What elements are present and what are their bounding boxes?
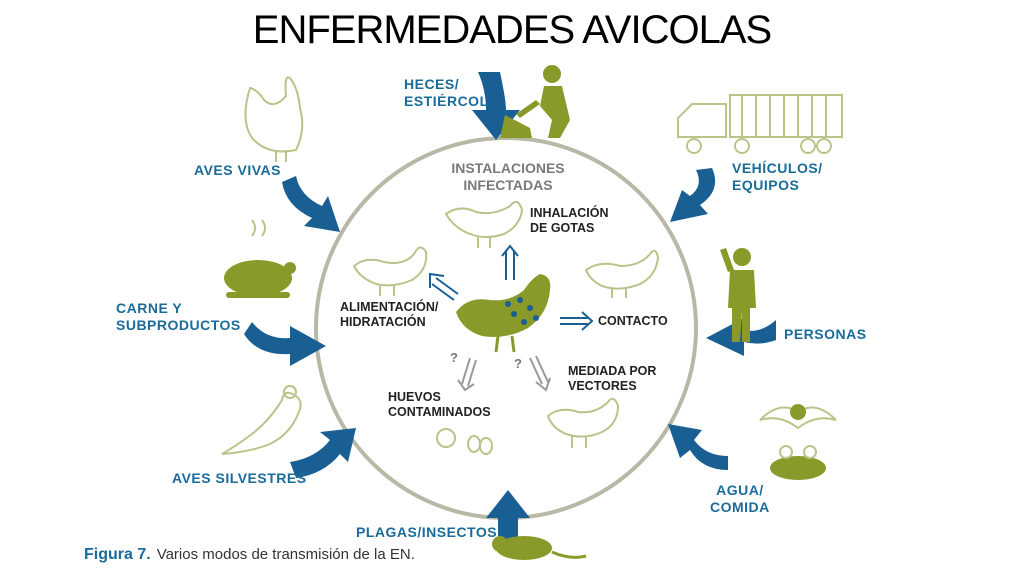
label-silvestres: AVES SILVESTRES [172, 470, 307, 486]
person-icon [720, 248, 756, 342]
question-mark-vectores: ? [514, 356, 522, 371]
arrow-vectores [529, 355, 551, 392]
rat-icon [492, 536, 587, 560]
arrow-personas [706, 318, 776, 356]
truck-icon [677, 94, 843, 154]
label-vehiculos: VEHÍCULOS/ EQUIPOS [732, 160, 823, 193]
rooster-alimentacion-icon [352, 246, 428, 296]
arrow-vivas [282, 176, 340, 232]
label-plagas: PLAGAS/INSECTOS [356, 524, 498, 540]
chicken-icon [244, 76, 304, 162]
rooster-inhalacion-icon [444, 200, 524, 248]
figure-number: Figura 7. [84, 546, 151, 563]
arrow-inhalacion [501, 244, 519, 280]
roast-chicken-icon [224, 219, 296, 298]
inner-arrows [429, 244, 594, 392]
question-mark-huevos: ? [450, 350, 458, 365]
arrow-agua [668, 424, 728, 470]
label-heces: HECES/ ESTIÉRCOL [404, 76, 489, 109]
label-vectores: MEDIADA POR VECTORES [568, 364, 657, 393]
rooster-contacto-icon [584, 249, 660, 298]
label-personas: PERSONAS [784, 326, 867, 342]
infected-rooster-icon [456, 274, 551, 353]
arrow-vehiculos [670, 168, 716, 222]
bird-feeder-icon [759, 404, 837, 480]
label-inhalacion: INHALACIÓN DE GOTAS [530, 206, 609, 235]
chicks-eggs-icon [436, 428, 493, 455]
arrow-plagas [486, 490, 530, 540]
page-title: ENFERMEDADES AVICOLAS [252, 8, 772, 52]
label-agua: AGUA/ COMIDA [710, 482, 770, 515]
label-contacto: CONTACTO [598, 314, 668, 328]
figure-caption: Figura 7. Varios modos de transmisión de … [84, 546, 415, 564]
worker-shovel-icon [500, 65, 570, 138]
center-title: INSTALACIONES INFECTADAS [451, 160, 565, 193]
arrow-silvestres [290, 428, 356, 478]
wild-bird-icon [221, 385, 302, 455]
arrow-carne [244, 322, 326, 366]
arrow-huevos [457, 357, 477, 392]
arrow-alimentacion [429, 272, 459, 301]
label-alimentacion: ALIMENTACIÓN/ HIDRATACIÓN [340, 300, 439, 329]
figure-caption-text: Varios modos de transmisión de la EN. [156, 546, 415, 563]
label-huevos: HUEVOS CONTAMINADOS [388, 390, 491, 419]
label-vivas: AVES VIVAS [194, 162, 281, 178]
arrow-contacto [560, 311, 594, 331]
rooster-vectores-icon [546, 397, 620, 448]
label-carne: CARNE Y SUBPRODUCTOS [116, 300, 241, 333]
